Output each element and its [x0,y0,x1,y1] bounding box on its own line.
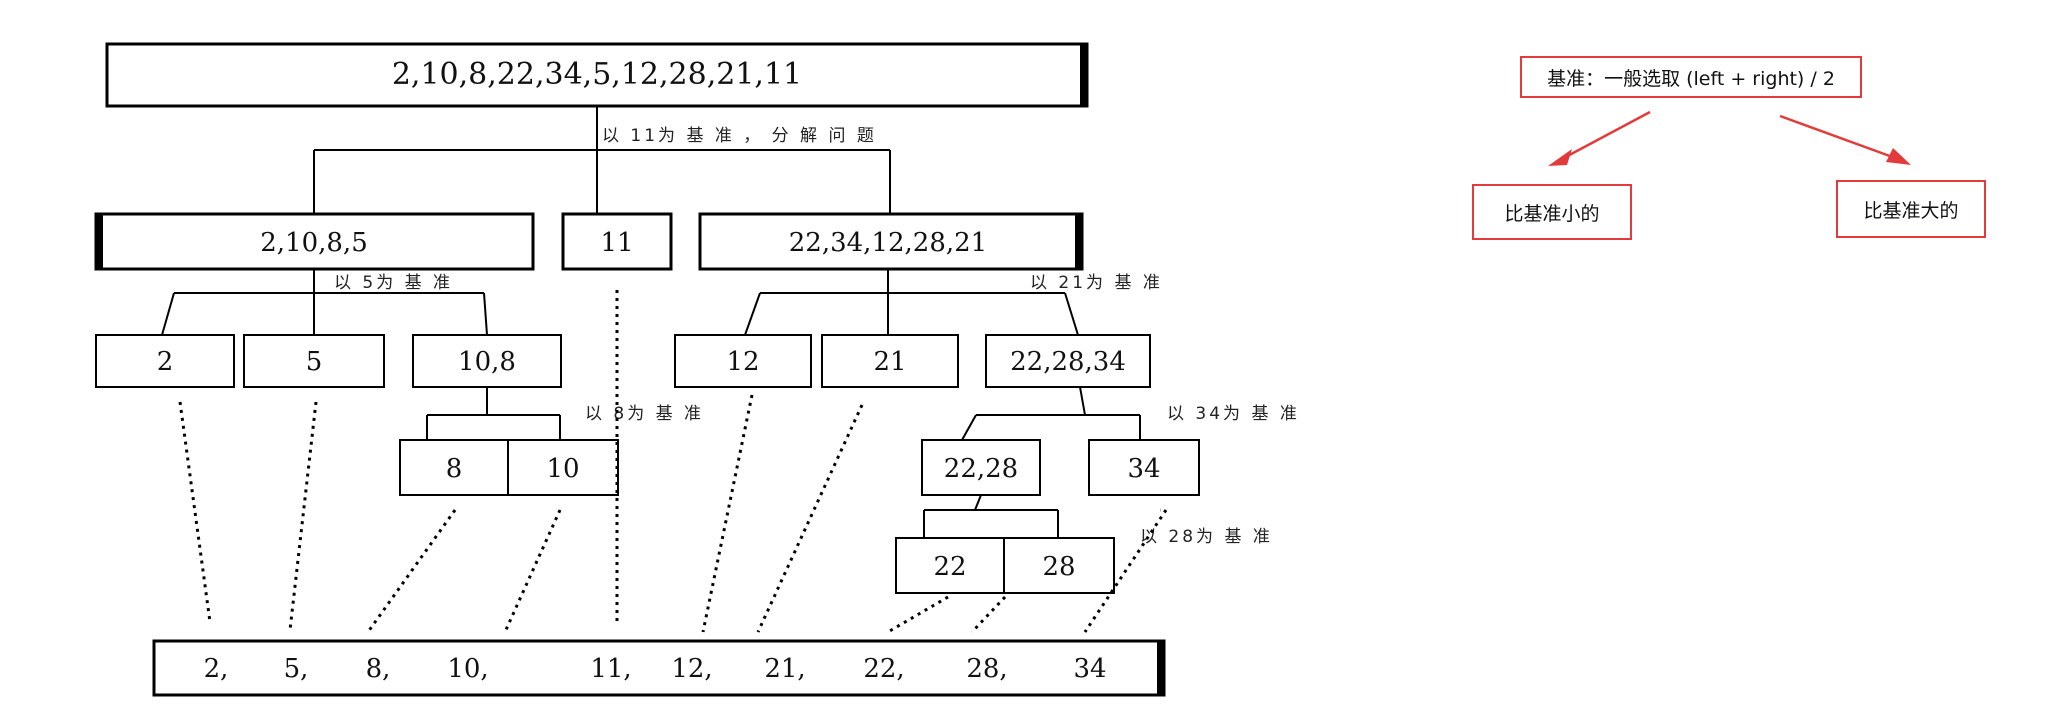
level2-text-222834: 22,28,34 [1010,347,1126,377]
legend-arrows [1548,110,1911,166]
arrow-head-smaller [1548,149,1572,166]
level4-text-28: 28 [1042,552,1075,582]
root-text: 2,10,8,22,34,5,12,28,21,11 [392,57,802,92]
legend-larger-box: 比基准大的 [1836,180,1986,238]
arrow-head-larger [1886,148,1911,165]
level2-box-5 [243,334,385,388]
note-34: 以 34为 基 准 [1167,404,1300,424]
level2-text-21: 21 [873,347,906,377]
level2-text-12: 12 [726,347,759,377]
result-item: 12, [671,654,712,684]
level4-box-28 [1003,537,1115,594]
level1-pivot-box [561,212,673,271]
result-item: 34 [1073,654,1106,684]
level1-pivot-text: 11 [600,228,633,258]
legend-pivot-text: 基准：一般选取 (left + right) / 2 [1547,67,1835,90]
result-item: 22, [863,654,904,684]
level3-text-2228: 22,28 [944,454,1018,484]
note-28: 以 28为 基 准 [1140,527,1273,547]
arrow-to-smaller [1559,110,1651,162]
result-item: 5, [284,654,309,684]
root-box [105,42,1089,108]
level3-text-34: 34 [1127,454,1160,484]
result-item: 21, [764,654,805,684]
legend-larger-text: 比基准大的 [1863,199,1959,222]
arrow-to-larger [1779,114,1899,161]
level3-text-10: 10 [546,454,579,484]
level3-box-2228 [921,439,1041,496]
legend-smaller-text: 比基准小的 [1504,202,1600,225]
note-right: 以 21为 基 准 [1030,273,1163,293]
result-values: 2, 5, 8, 10, 11, 12, 21, 22, 28, 34 [204,654,1107,684]
level4-text-22: 22 [933,552,966,582]
level3-box-8 [399,439,509,496]
level2-text-2: 2 [157,347,174,377]
result-box [152,639,1166,697]
level1-right-text: 22,34,12,28,21 [789,228,987,258]
result-item: 2, [204,654,229,684]
result-item: 28, [966,654,1007,684]
legend-smaller-box: 比基准小的 [1472,184,1632,240]
level2-text-108: 10,8 [458,347,516,377]
dotted-connectors [178,290,1168,634]
level2-box-2 [95,334,235,388]
level1-left-text: 2,10,8,5 [260,228,368,258]
level2-box-12 [674,334,812,388]
result-item: 10, [447,654,488,684]
level2-text-5: 5 [306,347,323,377]
level3-text-8: 8 [446,454,463,484]
level2-box-108 [412,334,562,388]
level3-box-34 [1088,439,1200,496]
result-item: 11, [590,654,631,684]
result-item: 8, [366,654,391,684]
level2-box-222834 [985,334,1151,388]
note-108: 以 8为 基 准 [585,404,704,424]
note-left: 以 5为 基 准 [334,273,453,293]
note-root: 以 11为 基 准 ， 分 解 问 题 [602,126,877,146]
legend-pivot-box: 基准：一般选取 (left + right) / 2 [1520,56,1862,98]
level2-box-21 [821,334,959,388]
